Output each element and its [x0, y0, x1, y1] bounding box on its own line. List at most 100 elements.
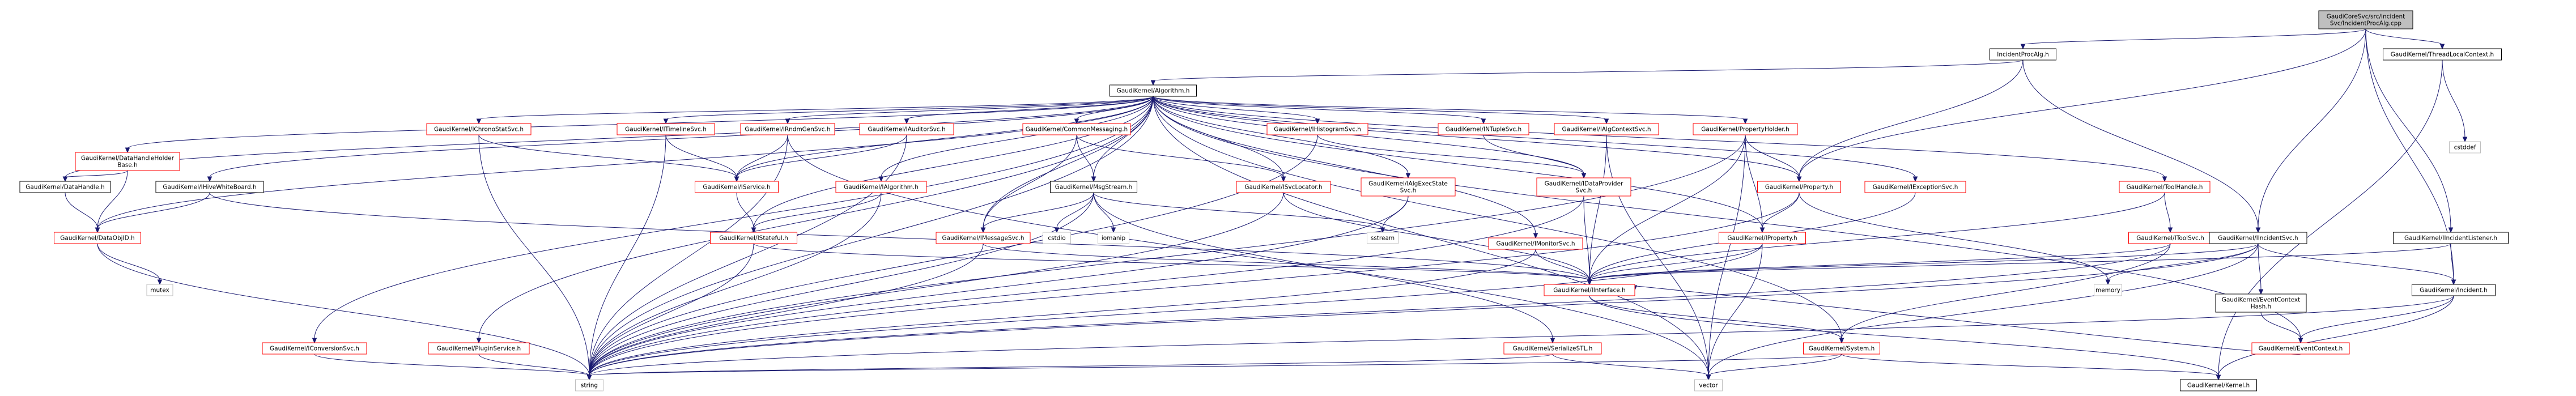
node-propertyholder[interactable]: GaudiKernel/PropertyHolder.h	[1693, 123, 1798, 135]
node-isvclocator[interactable]: GaudiKernel/ISvcLocator.h	[1236, 181, 1331, 193]
node-iconversionsvc[interactable]: GaudiKernel/IConversionSvc.h	[262, 342, 367, 355]
node-sstream: sstream	[1367, 232, 1398, 244]
node-itimelinesvc[interactable]: GaudiKernel/ITimelineSvc.h	[617, 123, 715, 135]
node-ihivewhiteboard[interactable]: GaudiKernel/IHiveWhiteBoard.h	[155, 181, 264, 193]
edge-algorithm-to-isvclocator	[1153, 96, 1284, 178]
node-ichronostatsvc[interactable]: GaudiKernel/IChronoStatSvc.h	[426, 123, 532, 135]
node-box-ichronostatsvc	[426, 123, 532, 135]
node-incidentprocalg[interactable]: IncidentProcAlg.h	[1990, 48, 2056, 61]
node-toolhandle[interactable]: GaudiKernel/ToolHandle.h	[2119, 181, 2211, 193]
node-box-dataprovidersvc	[1536, 177, 1631, 197]
node-iinterface[interactable]: GaudiKernel/IInterface.h	[1544, 284, 1635, 296]
node-label-algorithm-0: GaudiKernel/Algorithm.h	[1117, 88, 1190, 95]
node-threadlocalcontext[interactable]: GaudiKernel/ThreadLocalContext.h	[2383, 48, 2502, 61]
node-label-datahandleholderbase-0: GaudiKernel/DataHandleHolder	[81, 155, 175, 162]
node-box-iauditorsvc	[859, 123, 954, 135]
edge-propertyholder-to-iproperty	[1745, 134, 1763, 229]
arrowhead-threadlocalcontext-to-cstddef	[2462, 137, 2468, 143]
edge-indmgensvc-to-string	[589, 134, 788, 376]
node-box-property	[1757, 181, 1841, 193]
node-box-sstream	[1367, 232, 1398, 244]
edge-ihivewhiteboard-to-dataobjid	[97, 192, 210, 229]
edge-algorithm-to-algexecstatesvc	[1153, 96, 1409, 174]
edge-dataprovidersvc-to-iinterface	[1583, 195, 1590, 281]
edge-incidentprocalg-to-property	[1799, 59, 2024, 178]
node-msgstream[interactable]: GaudiKernel/MsgStream.h	[1050, 181, 1137, 193]
edge-iconversionsvc-to-string	[314, 354, 590, 376]
node-label-vector-0: vector	[1699, 382, 1718, 389]
arrowhead-ipluginservice-to-string	[586, 374, 592, 381]
node-serializestl[interactable]: GaudiKernel/SerializeSTL.h	[1503, 342, 1602, 355]
node-kernel[interactable]: GaudiKernel/Kernel.h	[2180, 379, 2257, 391]
node-ipluginservice[interactable]: GaudiKernel/PluginService.h	[428, 342, 530, 355]
node-imonitorsvc[interactable]: GaudiKernel/IMonitorSvc.h	[1488, 237, 1583, 250]
edge-iincidentsvc-to-string	[589, 243, 2259, 376]
node-ialgorithm[interactable]: GaudiKernel/IAlgorithm.h	[835, 181, 927, 193]
edge-istateful-to-string	[589, 243, 754, 376]
edge-iincidentsvc-to-memory	[2107, 243, 2259, 281]
node-box-iincidentsvc	[2209, 232, 2307, 244]
node-dataobjid[interactable]: GaudiKernel/DataObjID.h	[54, 232, 141, 244]
node-label-ialgorithm-0: GaudiKernel/IAlgorithm.h	[844, 184, 919, 191]
edge-incident-to-kernel	[2218, 295, 2454, 376]
node-iexceptionsvc[interactable]: GaudiKernel/IExceptionSvc.h	[1864, 181, 1966, 193]
arrowhead-algorithm-to-ihivewhiteboard	[207, 176, 212, 182]
node-iincidentsvc[interactable]: GaudiKernel/IIncidentSvc.h	[2209, 232, 2307, 244]
node-iservice[interactable]: GaudiKernel/IService.h	[695, 181, 779, 193]
node-box-cstdio	[1043, 232, 1071, 244]
node-box-eventcontext	[2251, 342, 2350, 355]
edge-datahandleholderbase-to-datahandle	[65, 170, 128, 178]
edge-incident-to-eventcontext	[2300, 295, 2454, 339]
edge-iincidentsvc-to-vector	[1708, 243, 2259, 376]
graph-nodes: GaudiCoreSvc/src/IncidentSvc/IncidentPro…	[19, 10, 2509, 391]
edge-ichronostatsvc-to-string	[478, 134, 590, 376]
node-algorithm[interactable]: GaudiKernel/Algorithm.h	[1110, 84, 1197, 97]
edge-msgstream-to-sstream	[1093, 192, 1383, 229]
node-root[interactable]: GaudiCoreSvc/src/IncidentSvc/IncidentPro…	[2318, 10, 2413, 29]
edge-algorithm-to-ialgcontextsvc	[1153, 96, 1607, 120]
arrowhead-msgstream-to-imessagesvc	[980, 227, 986, 233]
node-label-cstdio-0: cstdio	[1048, 235, 1065, 242]
node-commonmessaging[interactable]: GaudiKernel/CommonMessaging.h	[1022, 123, 1131, 135]
node-indmgensvc[interactable]: GaudiKernel/IRndmGenSvc.h	[740, 123, 835, 135]
edge-algorithm-to-datahandleholderbase	[127, 96, 1154, 149]
node-label-threadlocalcontext-0: GaudiKernel/ThreadLocalContext.h	[2391, 52, 2494, 58]
node-label-incident-0: GaudiKernel/Incident.h	[2420, 287, 2488, 294]
arrowhead-algorithm-to-iexceptionsvc	[1912, 176, 1918, 182]
node-iauditorsvc[interactable]: GaudiKernel/IAuditorSvc.h	[859, 123, 954, 135]
node-box-dataobjid	[54, 232, 141, 244]
edge-algorithm-to-istateful	[753, 96, 1154, 229]
node-box-root	[2318, 10, 2413, 29]
node-datahandle[interactable]: GaudiKernel/DataHandle.h	[19, 181, 111, 193]
node-iproperty[interactable]: GaudiKernel/IProperty.h	[1719, 232, 1806, 244]
node-vector: vector	[1694, 379, 1723, 391]
node-system[interactable]: GaudiKernel/System.h	[1803, 342, 1880, 355]
edge-iincidentsvc-to-incident	[2258, 243, 2454, 281]
node-itoolsvc[interactable]: GaudiKernel/IToolSvc.h	[2128, 232, 2212, 244]
arrowhead-root-to-iincidentlistener	[2448, 227, 2454, 233]
node-eventcontext[interactable]: GaudiKernel/EventContext.h	[2251, 342, 2350, 355]
node-property[interactable]: GaudiKernel/Property.h	[1757, 181, 1841, 193]
edge-iinterface-to-system	[1589, 295, 1842, 339]
node-incident[interactable]: GaudiKernel/Incident.h	[2412, 284, 2496, 296]
arrowhead-incident-to-eventcontext	[2298, 338, 2303, 344]
node-label-eventcontexthash-0: GaudiKernel/EventContext	[2222, 297, 2301, 304]
node-intuplesvc[interactable]: GaudiKernel/INTupleSvc.h	[1438, 123, 1529, 135]
edge-itoolsvc-to-iinterface	[1589, 243, 2171, 281]
edge-ihistogramsvc-to-dataprovidersvc	[1317, 134, 1584, 174]
edge-algorithm-to-imonitorsvc	[1153, 96, 1536, 235]
node-istateful[interactable]: GaudiKernel/IStateful.h	[710, 232, 797, 244]
node-ialgcontextsvc[interactable]: GaudiKernel/IAlgContextSvc.h	[1554, 123, 1659, 135]
arrowhead-algorithm-to-propertyholder	[1742, 118, 1748, 125]
arrowhead-algorithm-to-ialgorithm	[878, 176, 884, 182]
node-iincidentlistener[interactable]: GaudiKernel/IIncidentListener.h	[2393, 232, 2509, 244]
node-imessagesvc[interactable]: GaudiKernel/IMessageSvc.h	[936, 232, 1031, 244]
node-ihistogramsvc[interactable]: GaudiKernel/IHistogramSvc.h	[1266, 123, 1368, 135]
edge-itimelinesvc-to-string	[589, 134, 666, 376]
arrowhead-serializestl-to-vector	[1706, 374, 1711, 381]
